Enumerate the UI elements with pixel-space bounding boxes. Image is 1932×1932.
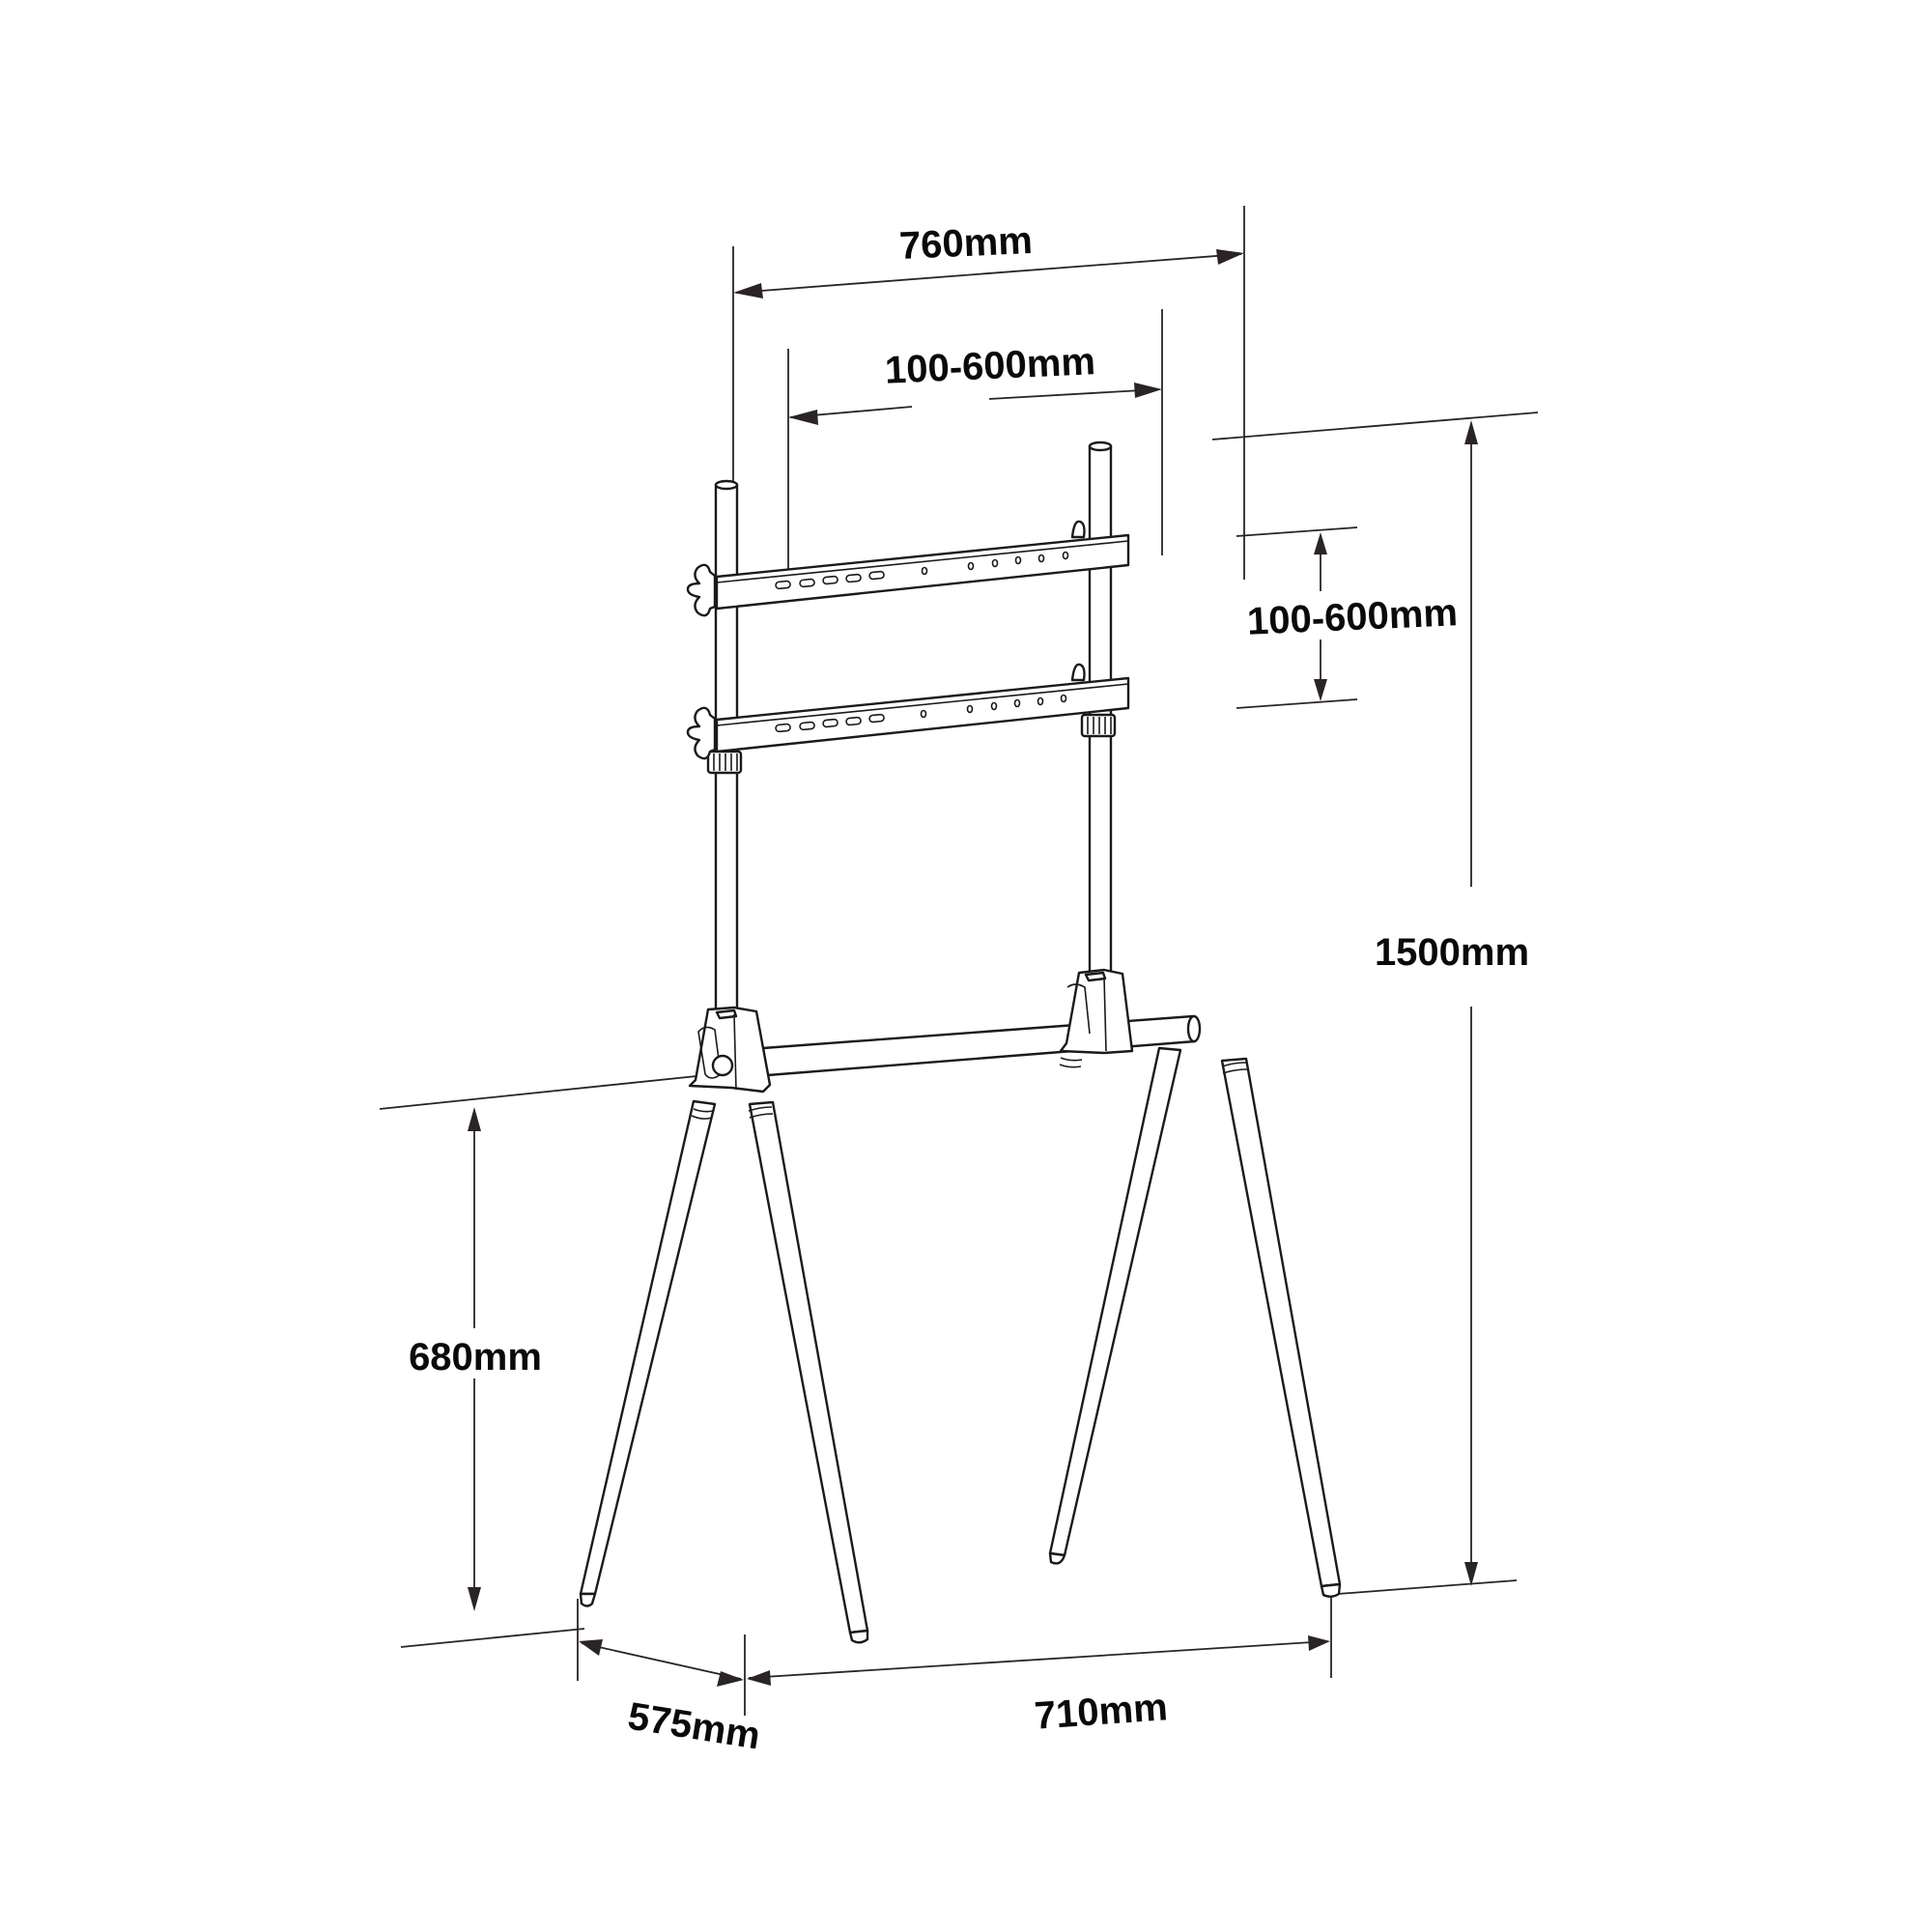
dimension-overall-height: 1500mm <box>1211 412 1539 1595</box>
post-collar-left <box>706 750 743 775</box>
label-710mm: 710mm <box>1033 1686 1169 1738</box>
post-cap-right <box>1088 440 1113 452</box>
bracket-slot-right <box>1066 983 1091 1035</box>
arrowhead-left-icon <box>788 410 818 425</box>
collar-rings-right-front <box>1221 1062 1248 1074</box>
extension-line-bottom <box>1337 1579 1518 1595</box>
knob-upper-icon <box>686 563 717 617</box>
extension-line-lower-bar <box>1236 698 1358 709</box>
extension-line-top <box>1211 412 1539 440</box>
collar-ridges-right <box>1087 717 1112 734</box>
hinge-knob-left-icon <box>711 1054 734 1077</box>
hinge-bracket-right <box>1059 968 1134 1055</box>
mounting-bar-lower <box>686 663 1130 760</box>
hook-lower <box>1070 663 1086 682</box>
label-vesa-vertical: 100-600mm <box>1246 591 1459 642</box>
foot-cap-right-front <box>1320 1582 1342 1598</box>
bracket-seam-right <box>1103 977 1107 1052</box>
arrowhead-down-icon <box>1314 679 1327 701</box>
upright-posts <box>706 440 1117 1028</box>
crossbar <box>761 1014 1202 1077</box>
tightening-knob-lower <box>686 706 717 760</box>
bracket-body-right <box>1059 968 1134 1055</box>
slot-holes-lower <box>775 694 1067 733</box>
label-1500mm: 1500mm <box>1375 931 1529 974</box>
arrowhead-right-icon <box>1134 383 1162 398</box>
hook-upper <box>1070 520 1086 539</box>
arrowhead-up-icon <box>468 1107 481 1131</box>
foot-cap-left-rear <box>579 1592 597 1607</box>
arrowhead-down-icon <box>1464 1562 1478 1586</box>
hinge-bracket-left <box>688 1006 772 1094</box>
dimension-line-760 <box>735 253 1242 294</box>
label-760mm: 760mm <box>898 219 1034 268</box>
dimension-line-710 <box>748 1640 1328 1679</box>
front-leg-right <box>1220 1057 1342 1588</box>
knob-lower-icon <box>686 706 717 760</box>
arrowhead-right-icon <box>717 1671 744 1687</box>
dimension-vesa-vertical: 100-600mm <box>1236 526 1463 709</box>
mounting-bar-upper <box>686 520 1130 617</box>
bracket-body-left <box>688 1006 772 1094</box>
foot-cap-right-rear <box>1048 1551 1066 1565</box>
label-backdrop <box>1246 591 1463 639</box>
slot-holes-upper <box>775 551 1069 590</box>
rear-leg-right <box>1048 1046 1182 1557</box>
dimension-line-vesa-h-right <box>988 388 1160 400</box>
collar-ridges-left <box>713 753 738 771</box>
rear-leg-left <box>579 1099 717 1596</box>
collar-rings-right-rear <box>1059 1057 1083 1068</box>
label-575mm: 575mm <box>625 1695 763 1758</box>
extension-line-floor <box>400 1628 585 1648</box>
crossbar-end <box>1186 1014 1202 1043</box>
bar-edge-line <box>716 683 1129 726</box>
arrowhead-left-icon <box>747 1670 771 1686</box>
arrowhead-up-icon <box>1314 532 1327 554</box>
bracket-top-pad-left <box>715 1009 738 1020</box>
bar-edge-line <box>716 540 1129 583</box>
collar-rings-left-rear <box>691 1108 714 1120</box>
post-collar-right <box>1080 713 1117 738</box>
label-680mm: 680mm <box>409 1336 542 1378</box>
dimension-line-575 <box>581 1642 742 1680</box>
arrowhead-down-icon <box>468 1587 481 1611</box>
tightening-knob-upper <box>686 563 717 617</box>
legs <box>579 1046 1342 1644</box>
extension-line-upper-bar <box>1236 526 1358 537</box>
arrowhead-up-icon <box>1464 420 1478 444</box>
label-vesa-horizontal: 100-600mm <box>884 340 1096 391</box>
foot-cap-left-front <box>848 1629 869 1644</box>
arrowhead-right-icon <box>1308 1635 1330 1651</box>
dimension-leg-spread: 575mm 710mm <box>577 1594 1332 1758</box>
arrowhead-left-icon <box>733 283 763 298</box>
dimension-overall-width: 760mm <box>732 206 1245 580</box>
bracket-top-pad-right <box>1084 971 1107 982</box>
arrowhead-right-icon <box>1216 249 1244 265</box>
extension-line-crossbar <box>379 1071 735 1110</box>
dimension-vesa-horizontal: 100-600mm <box>787 309 1163 580</box>
arrowhead-left-icon <box>579 1639 603 1656</box>
bracket-seam-left <box>733 1013 737 1091</box>
front-leg-left <box>748 1100 869 1634</box>
collar-rings-left-front <box>748 1106 774 1119</box>
post-cap-left <box>714 479 739 491</box>
dimension-crossbar-height: 680mm <box>379 1071 735 1648</box>
